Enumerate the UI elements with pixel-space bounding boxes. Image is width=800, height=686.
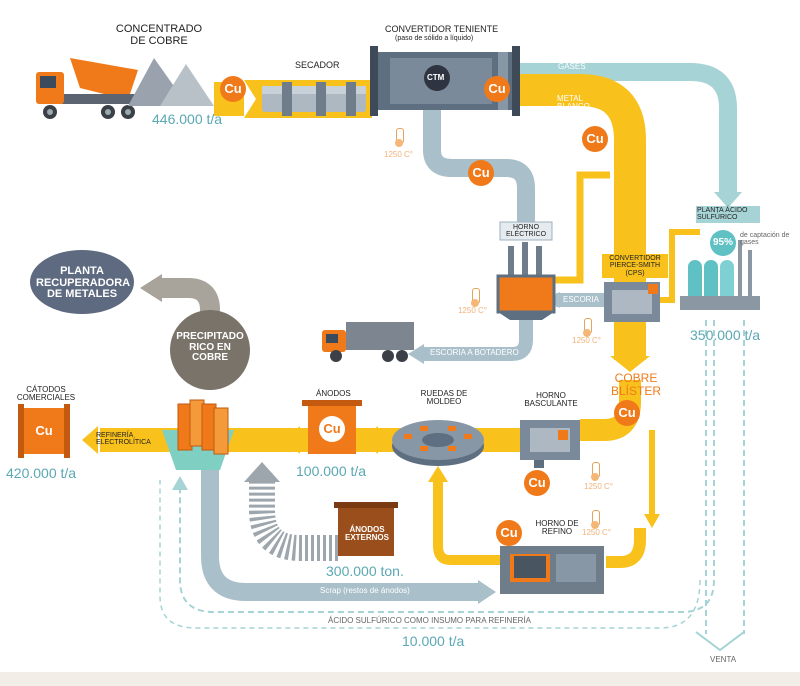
cu-catodos-icon: Cu: [35, 423, 53, 438]
escoria-botadero-arrow: [408, 344, 424, 364]
temp-cps: 1250 C°: [572, 336, 601, 345]
cathodes-arrow: [82, 426, 98, 454]
planta-acido-label: PLANTA ÁCIDO SULFÚRICO: [696, 206, 760, 223]
concentrado-amount: 446.000 t/a: [152, 111, 223, 127]
footer-bar: [0, 672, 800, 686]
convertidor-ps: [604, 282, 660, 322]
catodos-amount: 420.000 t/a: [6, 465, 77, 481]
slag-truck: [322, 322, 414, 362]
cu-secador-icon: Cu: [220, 76, 246, 102]
catodos-frame: [18, 404, 70, 458]
acido-dashed-line: [179, 320, 715, 613]
venta-arrow: [695, 631, 745, 652]
gases-flow: [515, 63, 737, 195]
scrap-label: Scrap (restos de ánodos): [320, 586, 410, 595]
anodos-externos-flow: [249, 480, 338, 561]
refino-to-ruedas-arrow: [428, 466, 448, 482]
metal-blanco-label: METAL BLANCO: [557, 94, 590, 112]
precipitado-arrow: [140, 274, 162, 302]
precipitado-shape: [170, 310, 250, 390]
anodos-externos-label: ÁNODOS EXTERNOS: [344, 525, 389, 543]
anodos-label: ÁNODOS: [316, 389, 351, 398]
anodos-externos-box: [338, 506, 394, 556]
cu-escoria-icon: Cu: [468, 160, 494, 186]
horno-electrico: [496, 221, 556, 320]
acido-amount: 10.000 t/a: [402, 633, 465, 649]
anodos-externos-arrow: [244, 462, 280, 482]
horno-refino-label: HORNO DE REFINO: [535, 519, 579, 537]
ctm-badge: CTM: [427, 73, 445, 82]
cu-refino-icon: Cu: [496, 520, 522, 546]
cu-metal-blanco-icon: Cu: [582, 126, 608, 152]
acido-outer-line: [159, 480, 701, 629]
concentrado-title: CONCENTRADO DE COBRE: [115, 23, 203, 47]
thermo-cps-icon: [582, 318, 592, 337]
convertidor-teniente-subtitle: (paso de sólido a líquido): [395, 35, 474, 42]
acido-percent-badge: 95%: [710, 230, 736, 256]
thermo-basculante-icon: [590, 462, 600, 481]
horno-electrico-label: HORNO ELÉCTRICO: [505, 224, 547, 239]
escoria-botadero-label: ESCORIA A BOTADERO: [430, 348, 519, 357]
planta-acido-amount: 350.000 t/a: [690, 327, 761, 343]
cu-basculante-icon: Cu: [524, 470, 550, 496]
escoria-ct-label: ESCORIA CT: [452, 133, 501, 142]
acido-arrow: [172, 476, 188, 490]
metal-blanco-flow: [510, 74, 646, 360]
dump-truck: [36, 58, 148, 119]
refino-bottom-flow: [606, 528, 646, 568]
acido-insumo-label: ÁCIDO SULFÚRICO COMO INSUMO PARA REFINER…: [328, 616, 531, 625]
venta-label: VENTA: [710, 655, 737, 664]
escoria-label: ESCORIA: [563, 295, 600, 304]
convertidor-teniente-title: CONVERTIDOR TENIENTE: [385, 24, 499, 34]
escoria-botadero-flow: [420, 318, 533, 361]
scrap-flow: [201, 462, 480, 601]
horno-refino: [500, 546, 604, 594]
gases-label: GASES: [558, 62, 586, 71]
planta-recuperadora-shape: [30, 250, 134, 314]
cu-teniente-icon: Cu: [484, 76, 510, 102]
secador-drum: [262, 82, 366, 116]
convertidor-ps-label: CONVERTIDOR PIERCE-SMITH (CPS): [602, 254, 668, 279]
scrap-arrow: [478, 580, 496, 604]
anodos-amount: 100.000 t/a: [296, 463, 367, 479]
temp-electrico: 1250 C°: [458, 306, 487, 315]
cobre-blister-label: COBRE BLÍSTER: [610, 371, 661, 398]
anodes-arrow-1: [362, 426, 378, 454]
horno-basculante-label: HORNO BASCULANTE: [524, 391, 578, 409]
planta-acido-tanks: [680, 240, 760, 310]
horno-basculante: [520, 420, 580, 468]
precipitado-to-planta: [158, 278, 220, 340]
ruedas-moldeo: [392, 420, 484, 466]
temp-basculante: 1250 C°: [584, 482, 613, 491]
temp-teniente: 1250 C°: [384, 150, 413, 159]
metal-blanco-arrow: [610, 356, 650, 372]
temp-refino: 1250 C°: [582, 528, 611, 537]
refino-to-ruedas: [433, 478, 500, 565]
secador-label: SECADOR: [292, 60, 343, 72]
refineria-tank: [162, 399, 234, 470]
cu-blister-icon: Cu: [614, 400, 640, 426]
thermo-electrico-icon: [470, 288, 480, 307]
thermo-teniente-icon: [394, 128, 404, 147]
acido-note: de captación de gases: [740, 232, 790, 247]
catodos-label: CÁTODOS COMERCIALES: [16, 385, 76, 403]
refineria-label: REFINERÍA ELECTROLÍTICA: [96, 432, 151, 447]
cps-gas-line: [660, 229, 700, 303]
precipitado-label: PRECIPITADO RICO EN COBRE: [176, 331, 244, 363]
ruedas-label: RUEDAS DE MOLDEO: [420, 389, 468, 407]
anodes-arrow-2: [284, 426, 300, 454]
planta-recuperadora-label: PLANTA RECUPERADORA DE METALES: [36, 265, 131, 301]
ore-pile-2: [160, 64, 214, 106]
refino-in-arrow: [644, 514, 660, 528]
anodos-externos-amount: 300.000 ton.: [326, 563, 404, 579]
horno-electrico-to-cps: [548, 171, 610, 284]
thermo-refino-icon: [590, 510, 600, 529]
anodos-externos-top: [334, 502, 398, 508]
cu-anodos-icon: Cu: [319, 416, 345, 442]
gases-arrow: [714, 192, 742, 208]
